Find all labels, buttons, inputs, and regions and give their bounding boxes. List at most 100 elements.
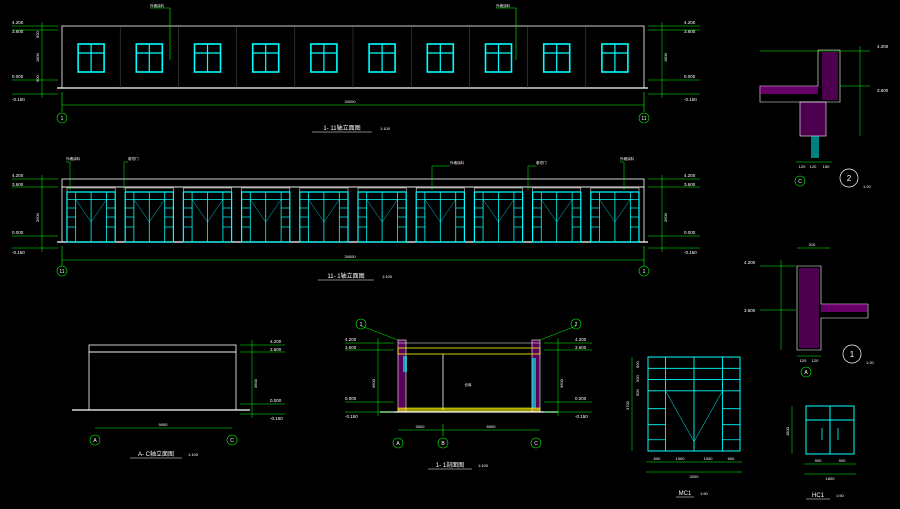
section-level-eave: 3.600: [345, 345, 357, 350]
detail-mark-circle-1: [355, 318, 367, 330]
side-elevation-parapet: [88, 344, 237, 353]
rear-door-swing: [498, 199, 515, 223]
rear-door-canopy: [474, 187, 523, 193]
section-axis-a: A: [396, 441, 400, 447]
side-axis-left: A: [93, 438, 97, 444]
front-right-levels: 4.200 3.600 0.000 -0.150 1800: [648, 20, 700, 102]
door-right-dim-1: 500: [635, 361, 640, 368]
rear-note-1: 外墙涂料: [66, 156, 80, 161]
leader: [66, 161, 71, 190]
rear-door-canopy: [183, 187, 232, 193]
section-roof-slab: [397, 347, 541, 355]
rear-door-canopy: [532, 187, 582, 193]
rear-elevation-parapet: [61, 178, 645, 188]
front-note-right: 外墙涂料: [496, 3, 510, 8]
section-title: 1- 1剖面图: [436, 461, 464, 469]
level-roof-right: 4.200: [684, 20, 696, 25]
door-dim-2: 1000: [676, 456, 686, 461]
rear-door-swing: [149, 199, 165, 223]
front-elevation-scale: 1:100: [380, 126, 391, 131]
section-level-outdoor-right: -0.150: [575, 414, 588, 419]
side-right-levels: 4.200 3.600 0.000 -0.150 3600: [240, 339, 285, 421]
rear-door-swing: [482, 199, 499, 223]
detail-2-dim-2: 120: [810, 164, 817, 169]
window-title: HC1: [812, 493, 825, 499]
window-total-width: 1800: [826, 476, 836, 481]
rear-door-swing: [191, 199, 208, 223]
section-dim-mid-right: 3600: [559, 378, 564, 388]
door-title: MC1: [679, 491, 692, 497]
rear-door-swing: [323, 199, 340, 223]
detail-1-wall-fill: [799, 268, 819, 348]
rear-elevation-doors: [66, 187, 640, 243]
level-roof: 4.200: [12, 20, 24, 25]
detail-1: 310 4.200 3.600 120 120 A 1 1:20: [744, 242, 875, 378]
window-scale: 1:50: [836, 493, 845, 498]
section-level-outdoor: -0.150: [345, 414, 358, 419]
detail-2-dim-3: 150: [823, 164, 830, 169]
rear-door-swing: [556, 199, 573, 223]
rear-door-swing: [599, 199, 616, 223]
front-left-levels: 4.200 3.600 0.000 -0.150 600 1800 900: [12, 20, 58, 102]
rear-door-swing: [90, 199, 107, 223]
front-elevation-windows: [77, 43, 629, 73]
front-axis-right: 11: [641, 116, 646, 122]
front-note-left: 外墙涂料: [150, 3, 164, 8]
detail-mark-1: 1: [360, 322, 363, 328]
section-level-roof: 4.200: [345, 337, 357, 342]
section-level-ground: 0.000: [345, 396, 357, 401]
front-axis-circle-left: [56, 112, 68, 124]
detail-2-scale: 1:20: [863, 184, 872, 189]
rear-door-swing: [265, 199, 282, 223]
section-room-label: 仓库: [465, 382, 473, 387]
section-right-levels: 4.200 3.600 0.000 -0.150 3600: [544, 337, 592, 419]
leader: [620, 161, 625, 190]
side-axis-right: C: [230, 438, 234, 444]
detail-1-label-circle: [842, 344, 862, 364]
rear-level-ground-right: 0.000: [684, 230, 696, 235]
section-right-door: [532, 358, 536, 408]
rear-note-2: 卷帘门: [128, 156, 139, 161]
detail-1-axis: A: [804, 370, 808, 376]
front-elevation-title: 1- 11轴立面图: [323, 124, 360, 132]
dim-upper-right: 1800: [663, 52, 668, 62]
level-ground-right: 0.000: [684, 74, 696, 79]
section-axis-circle-b: [437, 437, 449, 449]
door-mc1-swing: [693, 390, 723, 442]
detail-mark-2: 2: [575, 322, 578, 328]
detail-2-label-circle: [839, 168, 859, 188]
dim-top: 600: [35, 31, 40, 38]
section-1-1: 仓库 1 2 3000 6000 A B C 1- 1剖面图 1:100 4.2…: [345, 318, 592, 470]
rear-dim-mid-right: 3600: [663, 212, 668, 222]
side-level-eave: 3.600: [270, 347, 282, 352]
detail-2: 4.200 3.600 120 120 150 C 2 1:20: [759, 44, 889, 189]
rear-level-roof-right: 4.200: [684, 173, 696, 178]
section-level-ground-right: 0.000: [575, 396, 587, 401]
rear-level-outdoor: -0.150: [12, 250, 25, 255]
side-level-ground: 0.000: [270, 398, 282, 403]
side-level-outdoor: -0.150: [270, 416, 283, 421]
section-axis-circle-a: [392, 437, 404, 449]
door-mc1: 600 1000 1000 600 3200 3700 500 500 500 …: [625, 356, 742, 498]
detail-mark-leader-1: [360, 325, 399, 341]
door-dim-3: 1000: [704, 456, 714, 461]
rear-note-3: 外墙涂料: [450, 160, 464, 165]
detail-1-scale: 1:20: [866, 360, 875, 365]
detail-1-dim-1: 120: [800, 358, 807, 363]
rear-level-ground: 0.000: [12, 230, 24, 235]
rear-door-swing: [381, 199, 398, 223]
side-total-dim: 9000: [159, 422, 169, 427]
detail-mark-circle-2: [570, 318, 582, 330]
rear-level-outdoor-right: -0.150: [684, 250, 697, 255]
side-axis-circle-right: [226, 434, 238, 446]
detail-1-axis-circle: [800, 366, 812, 378]
door-mc1-grid: [648, 357, 740, 451]
front-note-leader-right: [496, 7, 517, 60]
rear-right-levels: 4.200 3.600 0.000 -0.150 3600: [648, 173, 700, 255]
level-ground: 0.000: [12, 74, 24, 79]
rear-total-dim: 34000: [344, 254, 356, 259]
section-dim-2: 6000: [487, 424, 497, 429]
section-scale: 1:100: [478, 463, 489, 468]
detail-2-axis: C: [798, 179, 802, 185]
section-axis-c: C: [534, 441, 538, 447]
